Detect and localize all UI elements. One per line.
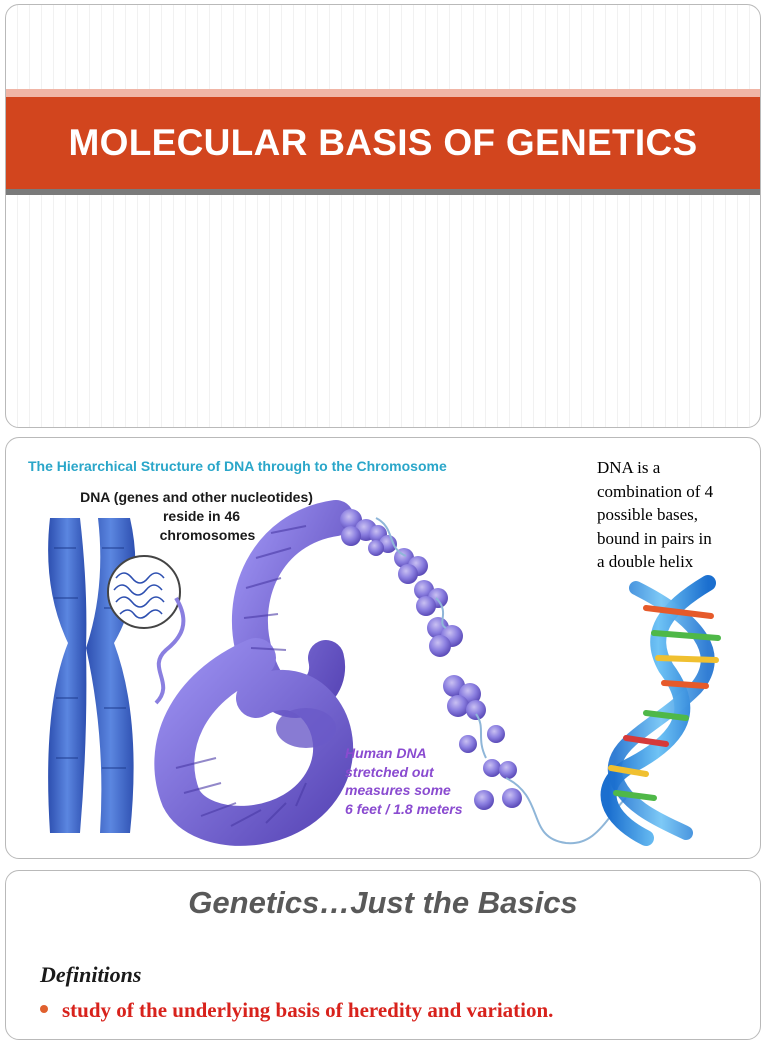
dna-double-helix (600, 575, 721, 846)
dna-label-line: reside in 46 (162, 508, 241, 524)
definition-bullet-text: study of the underlying basis of heredit… (62, 998, 554, 1022)
side-note-line: a double helix (597, 552, 694, 571)
basics-slide: Genetics…Just the Basics Definitions stu… (5, 870, 761, 1040)
figure-heading: The Hierarchical Structure of DNA throug… (28, 458, 447, 474)
title-slide: MOLECULAR BASIS OF GENETICS (5, 4, 761, 428)
basics-title: Genetics…Just the Basics (188, 885, 578, 920)
chromatin-supercoil (154, 500, 354, 846)
human-dna-line: Human DNA (345, 745, 427, 761)
magnified-dna-circle (107, 555, 181, 629)
side-note-line: bound in pairs in (597, 528, 712, 548)
slide-title: MOLECULAR BASIS OF GENETICS (68, 122, 698, 163)
side-note-line: DNA is a (597, 458, 661, 477)
dna-strand-thin (154, 596, 186, 705)
dna-side-note: DNA is a combination of 4 possible bases… (597, 456, 759, 574)
human-dna-line: measures some (345, 782, 451, 798)
definition-bullet: study of the underlying basis of heredit… (40, 998, 553, 1023)
side-note-line: possible bases, (597, 505, 699, 524)
title-band: MOLECULAR BASIS OF GENETICS (6, 97, 760, 189)
human-dna-caption: Human DNA stretched out measures some 6 … (345, 744, 463, 818)
dna-hierarchy-illustration (48, 500, 721, 846)
title-band-bottom-stripe (6, 189, 760, 195)
title-band-top-stripe (6, 89, 760, 97)
dna-structure-slide: The Hierarchical Structure of DNA throug… (5, 437, 761, 859)
dna-label: DNA (genes and other nucleotides) reside… (64, 488, 329, 545)
human-dna-line: 6 feet / 1.8 meters (345, 800, 463, 817)
dna-label-line: DNA (genes and other nucleotides) (80, 489, 313, 505)
dna-label-line: chromosomes (159, 527, 256, 543)
bullet-dot-icon (40, 1005, 48, 1013)
nucleosome-clusters (340, 509, 627, 845)
side-note-line: combination of 4 (597, 481, 714, 501)
definitions-label: Definitions (40, 962, 142, 987)
human-dna-line: stretched out (345, 763, 434, 780)
